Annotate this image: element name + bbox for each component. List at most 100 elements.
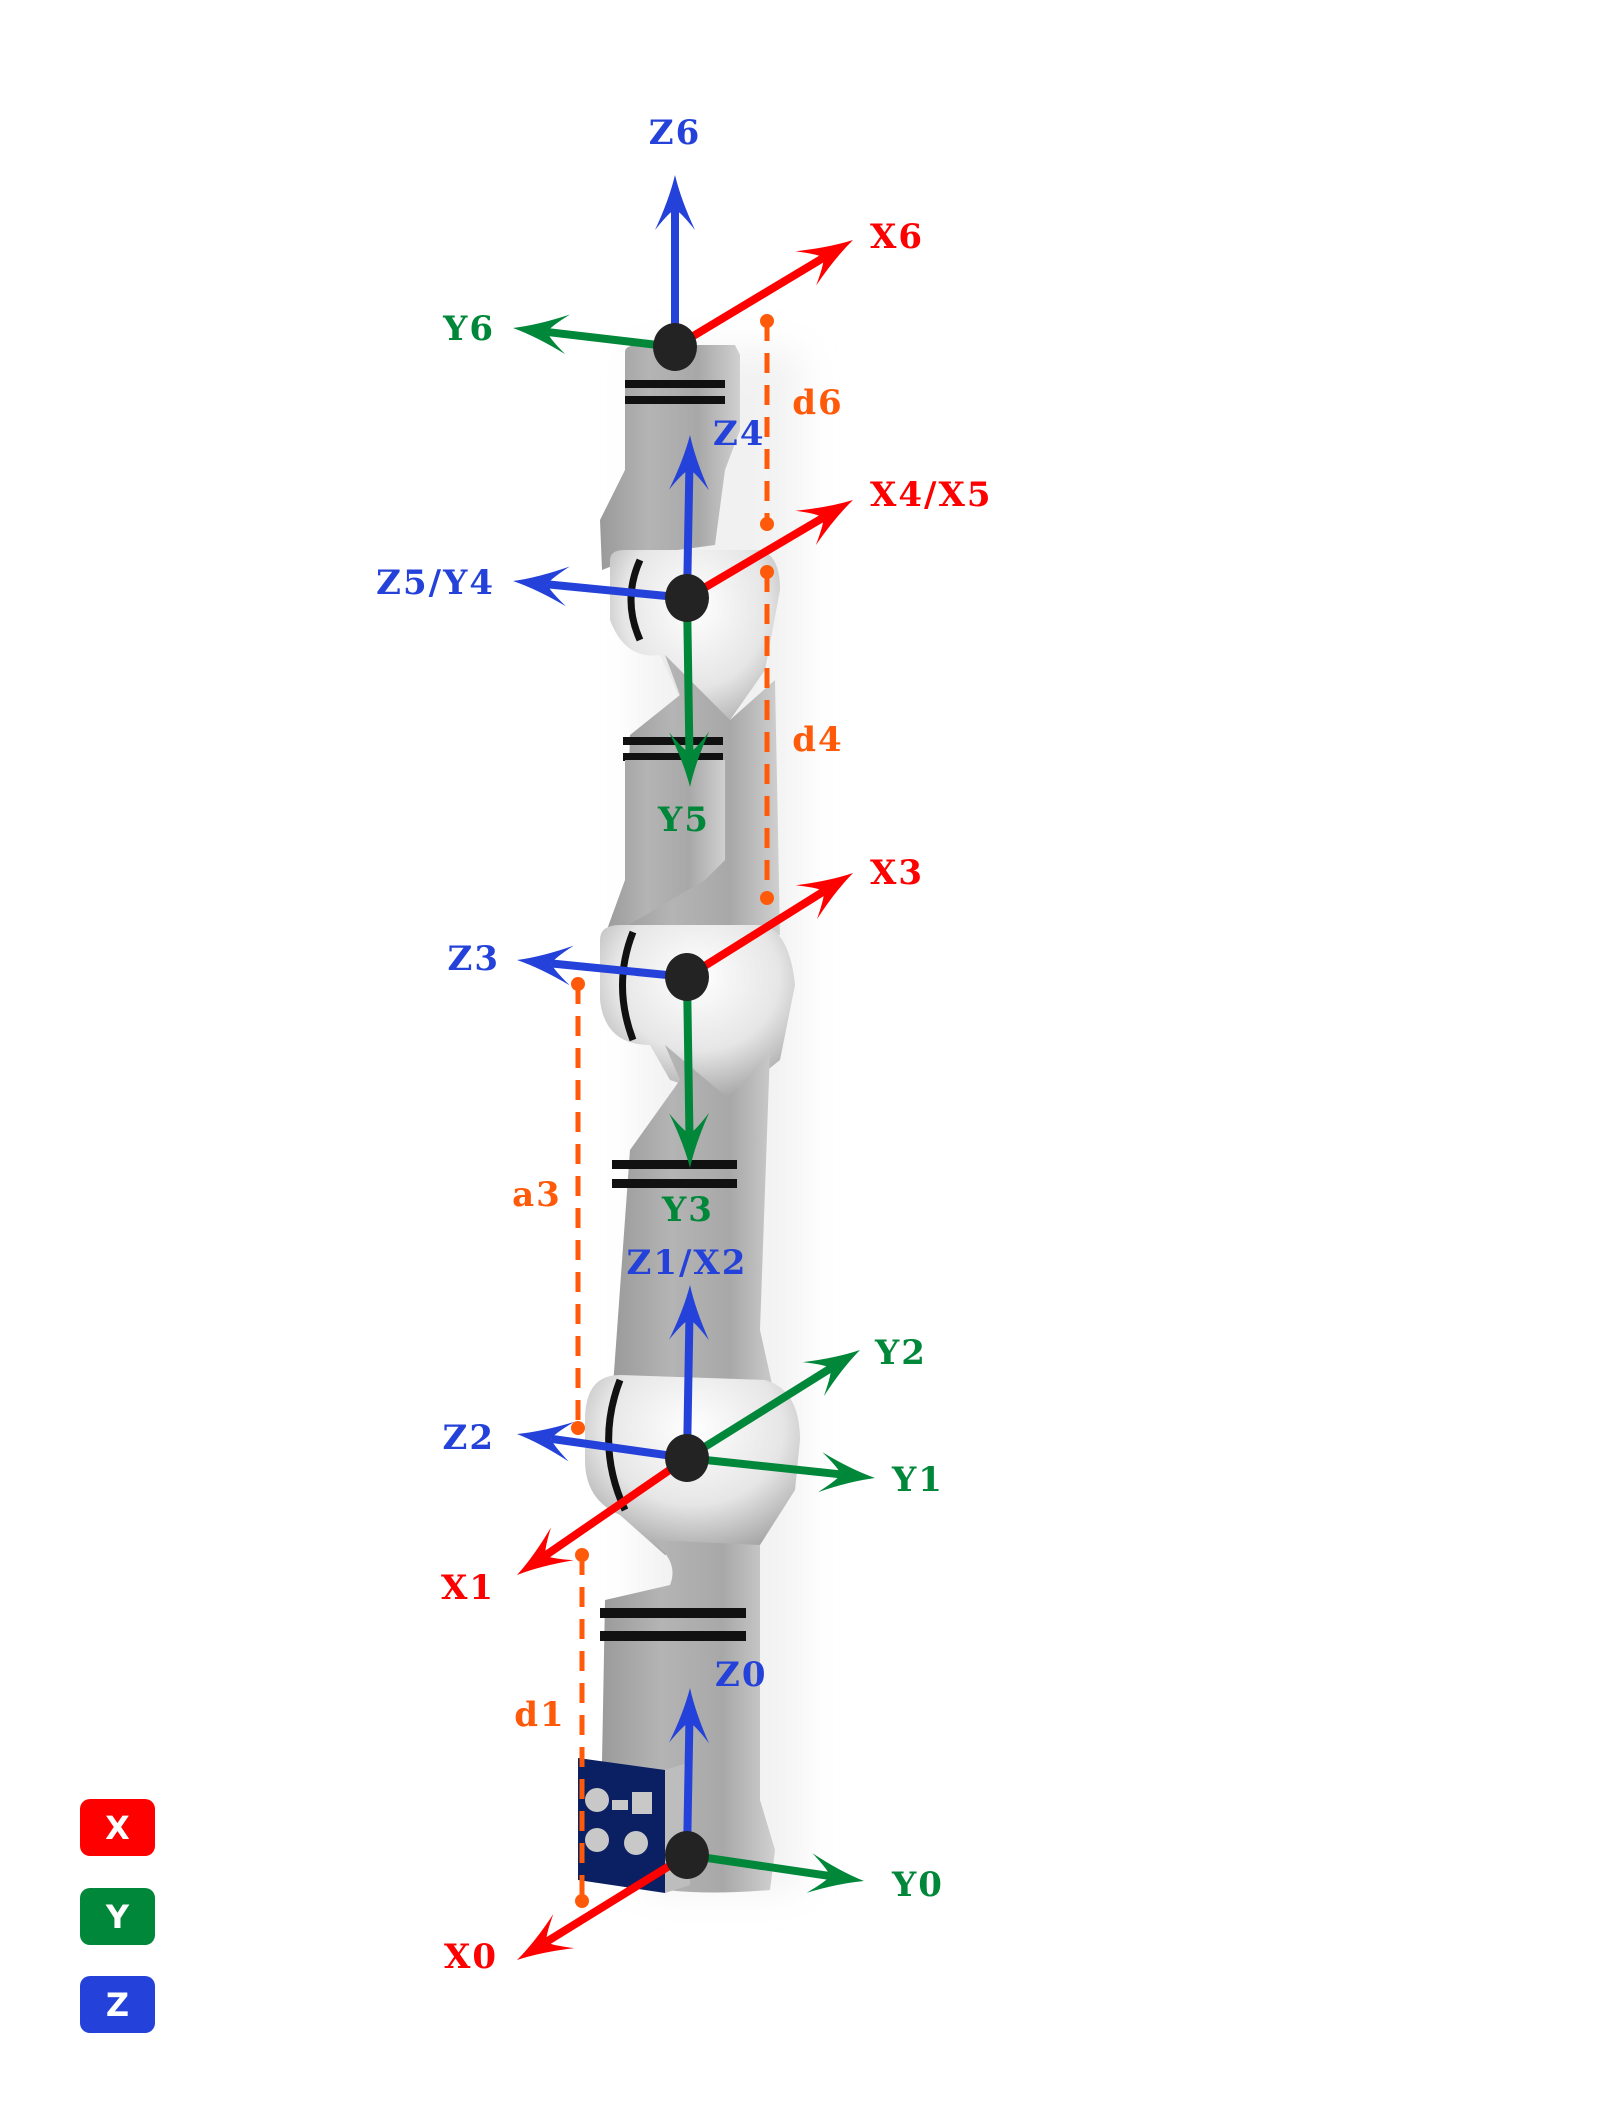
connector-port-icon — [612, 1800, 628, 1810]
arrowhead-icon — [795, 240, 853, 286]
robot-body — [578, 345, 800, 1893]
dimension-endpoint — [571, 1421, 585, 1435]
axis-shaft — [547, 580, 688, 602]
link-6-stripe — [625, 396, 725, 404]
axis-arrow-x0 — [517, 1851, 690, 1960]
dimension-a3 — [571, 977, 585, 1435]
axis-label: Y2 — [874, 1333, 927, 1373]
arrowhead-icon — [795, 500, 853, 546]
axis-shaft — [683, 976, 694, 1134]
dimension-endpoint — [760, 517, 774, 531]
dimension-label: d1 — [514, 1695, 565, 1735]
axis-label: X4/X5 — [870, 475, 993, 515]
joint-origin-dot — [665, 1831, 709, 1879]
joint-origins — [653, 323, 709, 1879]
joint-origin-dot — [665, 574, 709, 622]
arrowhead-icon — [669, 1112, 710, 1168]
link-1-stripe — [600, 1631, 746, 1641]
dimension-label: d4 — [792, 720, 843, 760]
link-6-stripe — [625, 380, 725, 388]
connector-round-icon — [585, 1828, 609, 1852]
dimension-endpoint — [760, 891, 774, 905]
arrowhead-icon — [517, 945, 574, 986]
legend-y-badge: Y — [80, 1888, 155, 1945]
arrowhead-icon — [669, 731, 710, 787]
joint-origin-dot — [653, 323, 697, 371]
arrowhead-icon — [517, 1914, 575, 1960]
dimension-label: d6 — [792, 383, 843, 423]
axis-arrow-z5-y4 — [513, 566, 688, 607]
joint-3-ring — [619, 930, 637, 1042]
connector-port-icon — [632, 1792, 652, 1814]
axis-label: X1 — [441, 1568, 495, 1608]
arrowhead-icon — [517, 1421, 575, 1462]
axis-label: Y6 — [442, 309, 495, 349]
dimension-endpoint — [575, 1548, 589, 1562]
axis-arrow-y2 — [684, 1350, 860, 1462]
axis-arrow-y0 — [686, 1851, 864, 1893]
axis-arrow-x6 — [672, 240, 853, 351]
axis-shaft — [551, 1434, 688, 1462]
axis-arrow-x3 — [684, 873, 853, 981]
axis-label: Y3 — [661, 1190, 714, 1230]
arrowhead-icon — [668, 435, 709, 491]
arrowhead-icon — [802, 1350, 860, 1397]
dimension-endpoint — [760, 314, 774, 328]
axis-arrow-z2 — [517, 1421, 688, 1462]
axis-label: Z1/X2 — [627, 1243, 748, 1283]
axis-shaft — [686, 1454, 841, 1479]
axis-shaft — [683, 597, 694, 753]
dimension-endpoint — [575, 1894, 589, 1908]
link-3-stripe — [612, 1179, 737, 1188]
axis-label: Z5/Y4 — [376, 563, 495, 603]
axis-label: X0 — [444, 1937, 498, 1977]
axis-shaft — [551, 959, 688, 981]
arrowhead-icon — [513, 314, 570, 355]
axis-shaft — [684, 514, 825, 602]
axis-label: Z3 — [448, 939, 500, 979]
link-4-stripe — [623, 753, 723, 761]
axis-label: Z6 — [649, 113, 701, 153]
dimension-endpoint — [571, 977, 585, 991]
link-1-stripe — [600, 1608, 746, 1618]
axis-shaft — [684, 888, 826, 981]
axis-shaft — [544, 1851, 690, 1946]
connector-round-icon — [624, 1831, 648, 1855]
axis-labels: Z6X6Y6Z4X4/X5Z5/Y4Y5X3Z3Y3Z1/X2Y2Y1Z2X1Z… — [376, 113, 993, 1977]
axis-arrow-x1 — [517, 1454, 690, 1575]
arrowhead-icon — [669, 1688, 710, 1744]
coordinate-axes — [513, 175, 875, 1960]
axis-shaft — [684, 1365, 833, 1462]
joint-origin-dot — [665, 1434, 709, 1482]
axis-shaft — [672, 254, 826, 351]
arrowhead-icon — [818, 1452, 875, 1493]
legend-x-badge: X — [80, 1799, 155, 1856]
dimension-label: a3 — [512, 1175, 562, 1215]
joint-3-housing — [600, 925, 795, 1100]
arrowhead-icon — [655, 175, 695, 230]
dimension-endpoint — [760, 565, 774, 579]
arrowhead-icon — [806, 1853, 864, 1893]
dimension-lines — [571, 314, 774, 1908]
axis-arrow-y3 — [669, 976, 710, 1168]
dimension-d4 — [760, 565, 774, 905]
joint-5-ring — [627, 558, 644, 642]
axis-label: Z4 — [713, 414, 765, 454]
link-3-stripe — [612, 1160, 737, 1169]
axis-arrow-y5 — [669, 597, 710, 787]
dimension-d6 — [760, 314, 774, 531]
axis-label: Z0 — [715, 1655, 767, 1695]
axis-arrow-y1 — [686, 1452, 875, 1493]
arrowhead-icon — [795, 873, 853, 920]
dimension-d1 — [575, 1548, 589, 1908]
legend-z-badge: Z — [80, 1976, 155, 2033]
axis-arrow-z3 — [517, 945, 688, 986]
axis-arrow-x4-x5 — [684, 500, 853, 602]
axis-arrow-z6 — [655, 175, 695, 347]
axis-label: Y5 — [657, 800, 710, 840]
axis-label: X6 — [870, 217, 924, 257]
link-4-stripe — [623, 737, 723, 745]
connector-round-icon — [585, 1788, 609, 1812]
axis-label: Z2 — [443, 1418, 495, 1458]
